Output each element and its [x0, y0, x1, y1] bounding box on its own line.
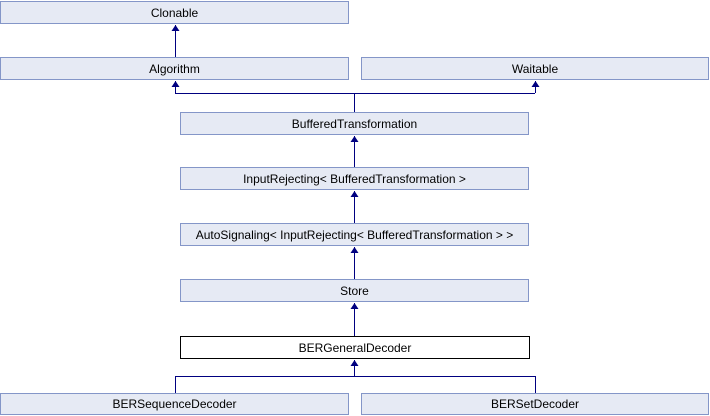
class-node-clonable-label: Clonable	[150, 5, 199, 20]
class-node-bersequencedecoder[interactable]: BERSequenceDecoder	[0, 393, 349, 415]
class-node-clonable[interactable]: Clonable	[0, 1, 349, 24]
class-node-bufferedtransformation[interactable]: BufferedTransformation	[180, 112, 529, 135]
class-node-bergeneraldecoder-label: BERGeneralDecoder	[298, 340, 412, 355]
class-node-inputrejecting[interactable]: InputRejecting< BufferedTransformation >	[180, 167, 529, 190]
class-node-bersetdecoder-label: BERSetDecoder	[490, 397, 580, 411]
class-node-store-label: Store	[340, 283, 369, 298]
class-node-waitable-label: Waitable	[511, 61, 559, 76]
class-node-store[interactable]: Store	[180, 279, 529, 302]
class-node-algorithm-label: Algorithm	[149, 61, 200, 76]
class-node-inputrejecting-label: InputRejecting< BufferedTransformation >	[243, 171, 466, 186]
class-node-autosignaling[interactable]: AutoSignaling< InputRejecting< BufferedT…	[180, 223, 529, 246]
class-node-bufferedtransformation-label: BufferedTransformation	[291, 116, 418, 131]
class-node-algorithm[interactable]: Algorithm	[0, 57, 349, 80]
class-node-waitable[interactable]: Waitable	[361, 57, 709, 80]
class-node-bergeneraldecoder: BERGeneralDecoder	[180, 336, 530, 359]
class-node-autosignaling-label: AutoSignaling< InputRejecting< BufferedT…	[195, 227, 514, 242]
class-node-bersequencedecoder-label: BERSequenceDecoder	[112, 397, 237, 411]
class-node-bersetdecoder[interactable]: BERSetDecoder	[361, 393, 709, 415]
